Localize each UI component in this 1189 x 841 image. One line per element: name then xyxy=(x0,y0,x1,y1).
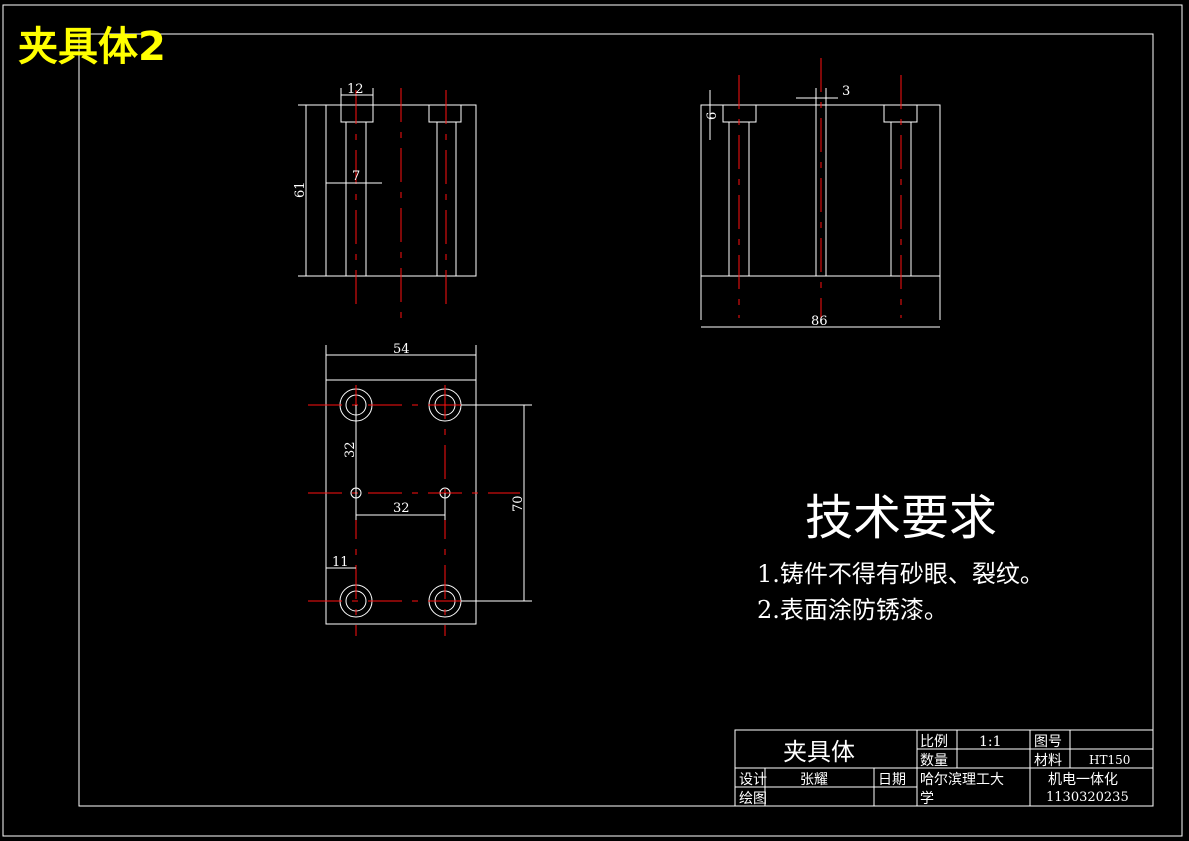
title-block: 夹具体 比例 1:1 图号 数量 材料 HT150 设计 张耀 日期 绘图 哈尔… xyxy=(734,729,1154,807)
date-label: 日期 xyxy=(878,772,906,788)
part-name: 夹具体 xyxy=(783,738,855,766)
scale-value: 1:1 xyxy=(979,734,1002,750)
material-value: HT150 xyxy=(1089,753,1130,767)
quantity-label: 数量 xyxy=(920,753,948,769)
dim-top-span: 70 xyxy=(511,495,526,512)
material-label: 材料 xyxy=(1034,753,1062,769)
school-name: 哈尔滨理工大 学 xyxy=(920,772,1008,807)
requirement-item-2: 2.表面涂防锈漆。 xyxy=(757,596,948,624)
dim-front-height: 61 xyxy=(293,181,308,198)
draw-label: 绘图 xyxy=(739,791,767,807)
sheet-outer-border xyxy=(2,4,1183,837)
dim-top-spacing-v: 32 xyxy=(343,441,358,458)
sheet-inner-frame xyxy=(78,33,1154,807)
dim-front-hole: 7 xyxy=(352,169,360,184)
dim-top-spacing-h: 32 xyxy=(393,501,410,516)
front-view: 12 61 7 xyxy=(293,82,477,324)
technical-requirements: 技术要求 1.铸件不得有砂眼、裂纹。 2.表面涂防锈漆。 xyxy=(757,490,1044,624)
dim-side-depth: 6 xyxy=(705,112,720,120)
dim-side-gap: 3 xyxy=(842,84,850,99)
scale-label: 比例 xyxy=(920,734,948,750)
design-label: 设计 xyxy=(739,772,767,788)
sheet-title: 夹具体2 xyxy=(18,24,166,70)
dim-top-width: 54 xyxy=(393,342,410,357)
dim-top-edge: 11 xyxy=(332,555,349,570)
requirements-heading: 技术要求 xyxy=(805,490,997,546)
dim-front-width-top: 12 xyxy=(347,82,364,97)
drawing-no-label: 图号 xyxy=(1034,734,1062,750)
dim-side-length: 86 xyxy=(811,314,828,329)
top-view: 54 32 32 11 70 xyxy=(308,342,532,636)
student-id: 1130320235 xyxy=(1046,790,1129,805)
requirement-item-1: 1.铸件不得有砂眼、裂纹。 xyxy=(757,560,1044,588)
side-view: 3 6 86 xyxy=(700,58,941,329)
major-name: 机电一体化 xyxy=(1048,772,1118,788)
designer-name: 张耀 xyxy=(800,772,828,788)
